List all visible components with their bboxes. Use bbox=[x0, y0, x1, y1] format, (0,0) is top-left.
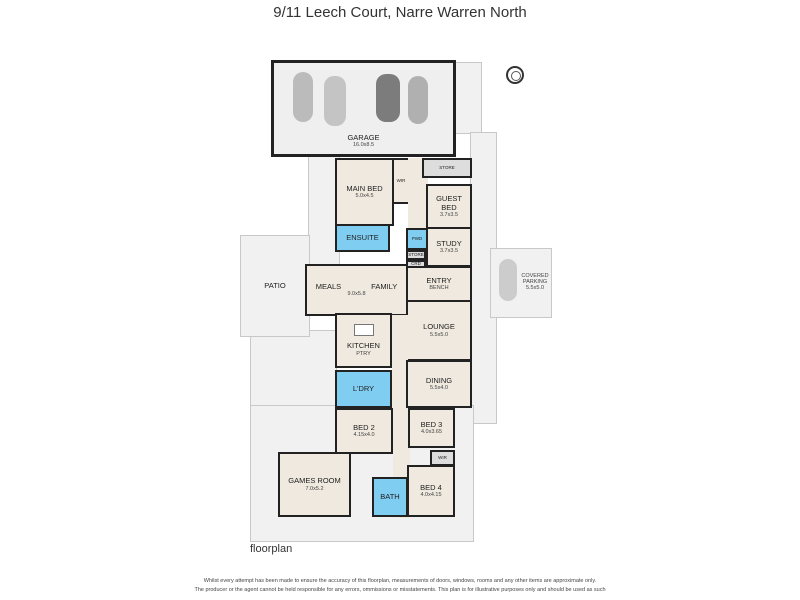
car-icon bbox=[324, 76, 346, 126]
room-ensuite: ENSUITE bbox=[335, 224, 390, 252]
room-dims: 5.5x5.0 bbox=[525, 285, 545, 291]
room-store: STORE bbox=[422, 158, 472, 178]
car-icon bbox=[499, 259, 517, 301]
covered-parking: COVERED PARKING 5.5x5.0 bbox=[490, 248, 552, 318]
disclaimer-line: Whilst every attempt has been made to en… bbox=[203, 578, 597, 584]
car-icon bbox=[376, 74, 400, 122]
disclaimer-line: The producer or the agent cannot be held… bbox=[194, 587, 606, 593]
side-deck bbox=[455, 62, 482, 134]
side-deck bbox=[250, 330, 337, 412]
boat-icon bbox=[293, 72, 313, 122]
room-name: COVERED PARKING bbox=[521, 273, 549, 285]
room-laundry: L'DRY bbox=[335, 370, 392, 408]
room-wir: WIR bbox=[430, 450, 455, 466]
compass-icon bbox=[506, 66, 524, 84]
hallway bbox=[392, 315, 408, 410]
page-title: 9/11 Leech Court, Narre Warren North bbox=[273, 4, 527, 21]
island-bench bbox=[353, 324, 374, 337]
side-deck bbox=[308, 155, 340, 267]
room-kitchen: KITCHEN PTRY bbox=[335, 313, 392, 368]
room-pwd: PWD bbox=[406, 228, 428, 250]
patio: PATIO bbox=[240, 235, 310, 337]
floorplan-label: floorplan bbox=[250, 543, 293, 555]
room-store: STORE bbox=[406, 250, 426, 260]
car-icon bbox=[408, 76, 428, 124]
room-bath: BATH bbox=[372, 477, 408, 517]
